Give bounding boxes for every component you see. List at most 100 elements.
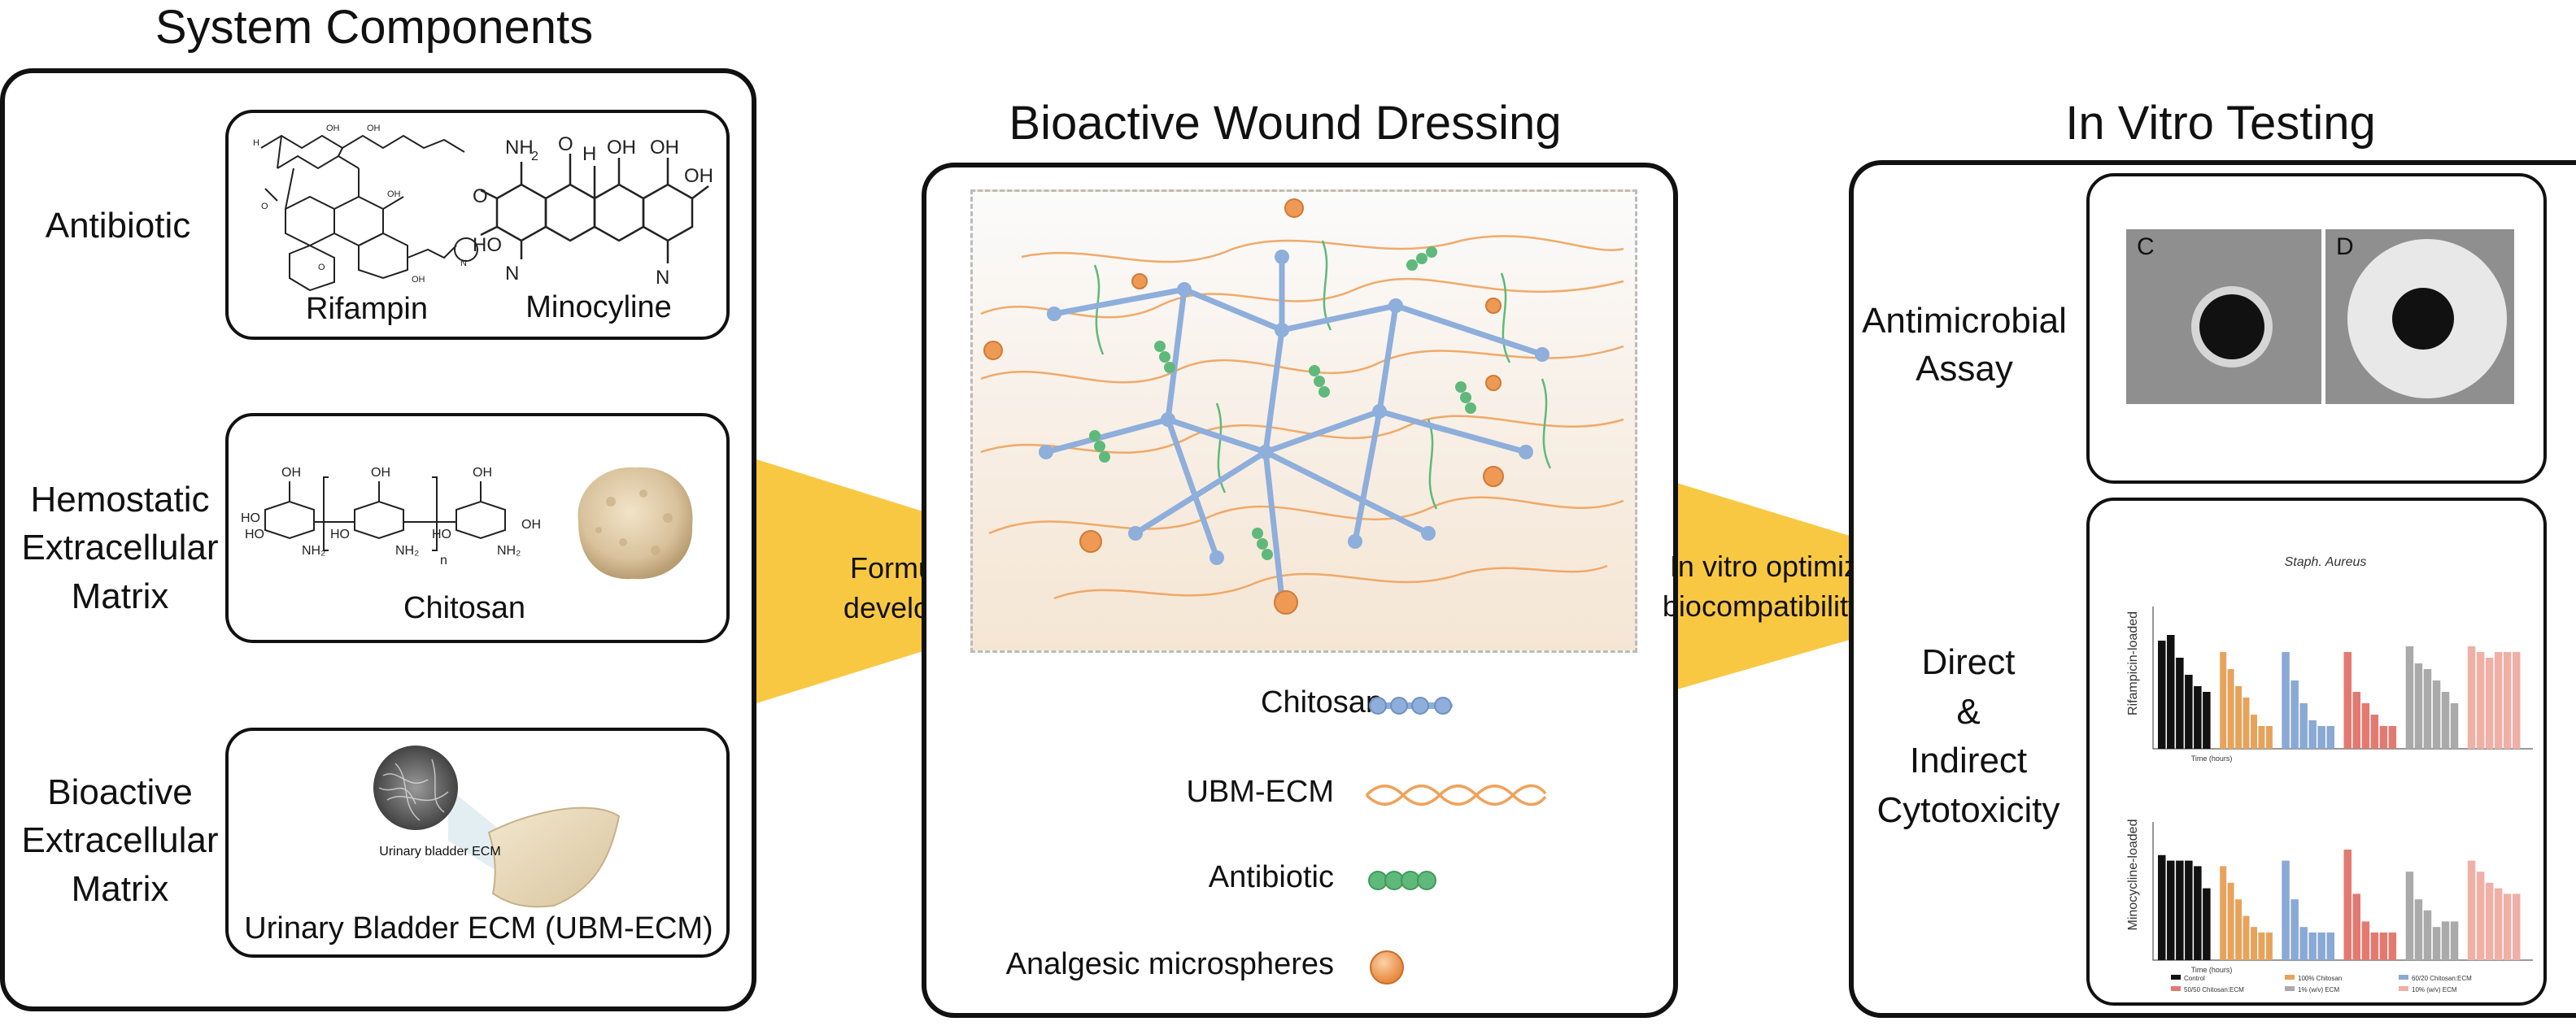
antimicrobial-label: Antimicrobial Assay xyxy=(1850,297,2078,393)
chart-bar xyxy=(2503,652,2512,749)
chart-bar xyxy=(2203,692,2211,749)
chart-bar xyxy=(2299,927,2308,960)
chart-bar xyxy=(2291,899,2299,960)
cytotox-line-4: Cytotoxicity xyxy=(1876,790,2060,831)
testing-title: In Vitro Testing xyxy=(2065,97,2376,150)
chart-bar xyxy=(2194,686,2202,749)
chart-legend-swatch xyxy=(2285,975,2295,980)
chitosan-chain-icon xyxy=(1369,697,1453,715)
chart-legend-swatch xyxy=(2285,986,2295,991)
chart-bar xyxy=(2343,850,2352,960)
chart-bar xyxy=(2185,860,2193,960)
bioactive-line-3: Matrix xyxy=(71,868,169,909)
svg-text:NH: NH xyxy=(505,137,534,159)
chart-bar xyxy=(2220,652,2227,749)
chart-xlabel-top: Time (hours) xyxy=(2191,754,2233,763)
svg-text:HO: HO xyxy=(432,528,451,541)
ubm-inset-label: Urinary bladder ECM xyxy=(379,845,501,859)
chart-bar xyxy=(2243,698,2250,749)
polymer-network-icon xyxy=(980,198,1624,615)
svg-text:OH: OH xyxy=(326,124,340,133)
chitosan-caption: Chitosan xyxy=(403,591,525,625)
chart-bar xyxy=(2414,899,2423,960)
chart-bar xyxy=(2317,726,2325,749)
chart-bar xyxy=(2282,652,2290,749)
chart-legend-swatch xyxy=(2399,975,2408,980)
chart-bar xyxy=(2235,686,2243,749)
svg-text:HO: HO xyxy=(241,511,260,525)
chart-bar xyxy=(2467,646,2476,749)
legend-label-chitosan: Chitosan xyxy=(1261,685,1383,720)
chart-legend-label: 100% Chitosan xyxy=(2298,975,2342,982)
components-title: System Components xyxy=(155,1,594,54)
ecm-helix-icon xyxy=(1365,784,1547,806)
chart-bar xyxy=(2299,703,2308,749)
chart-bar xyxy=(2388,726,2397,749)
chart-bar xyxy=(2251,927,2257,960)
chart-bar xyxy=(2167,635,2175,749)
chart-bar xyxy=(2467,860,2476,960)
chart-bar xyxy=(2388,933,2397,960)
chart-legend-label: Control xyxy=(2184,975,2205,982)
antimicrobial-box: C D xyxy=(2086,173,2547,484)
antimicrobial-line-2: Assay xyxy=(1916,349,2013,389)
chart-bar xyxy=(2361,921,2370,960)
cytotox-line-3: Indirect xyxy=(1909,741,2028,781)
chart-bar xyxy=(2194,866,2202,960)
rifampin-caption: Rifampin xyxy=(306,292,428,326)
chart-bar xyxy=(2158,854,2166,960)
chart-ylabel-top: Rifampicin-loaded xyxy=(2126,611,2140,715)
svg-text:H: H xyxy=(582,143,596,165)
chart-bar xyxy=(2361,703,2370,749)
chart-bar xyxy=(2513,893,2521,960)
svg-text:n: n xyxy=(440,554,447,567)
plate-d-label: D xyxy=(2336,233,2354,260)
agar-plate-d-image xyxy=(2325,229,2514,404)
chart-ylabel-bottom: Minocycline-loaded xyxy=(2126,819,2140,931)
chart-bar xyxy=(2235,899,2243,960)
chart-bar xyxy=(2243,915,2250,960)
chart-bar xyxy=(2414,663,2423,749)
chart-bar xyxy=(2282,860,2290,960)
chart-legend-label: 60/20 Chitosan:ECM xyxy=(2412,975,2472,982)
optimization-arrow xyxy=(1586,455,2025,715)
chart-bar xyxy=(2203,888,2211,960)
antimicrobial-line-1: Antimicrobial xyxy=(1862,301,2067,341)
chart-bar xyxy=(2485,658,2494,749)
chart-bar xyxy=(2450,921,2459,960)
legend-label-ubm-ecm: UBM-ECM xyxy=(1186,775,1334,809)
svg-text:HO: HO xyxy=(245,528,264,541)
svg-text:OH: OH xyxy=(281,466,301,480)
svg-text:OH: OH xyxy=(371,466,390,480)
chart-bar xyxy=(2352,692,2360,749)
chart-bar xyxy=(2343,652,2352,749)
svg-text:O: O xyxy=(261,202,268,211)
chart-legend-swatch xyxy=(2399,986,2408,991)
chart-legend-swatch xyxy=(2171,986,2181,991)
chart-bar xyxy=(2258,933,2265,960)
cytotox-line-1: Direct xyxy=(1921,642,2016,682)
chitosan-sponge-image xyxy=(578,467,693,580)
svg-text:OH: OH xyxy=(387,189,401,199)
chart-bar xyxy=(2326,933,2334,960)
chart-bar xyxy=(2476,872,2485,960)
minocycline-caption: Minocyline xyxy=(525,290,672,324)
chart-bar xyxy=(2476,652,2485,749)
chart-bar xyxy=(2494,888,2503,960)
bioactive-label: Bioactive Extracellular Matrix xyxy=(12,768,228,913)
svg-text:O: O xyxy=(473,185,488,207)
chart-bar xyxy=(2432,927,2441,960)
chart-bar xyxy=(2441,692,2450,749)
chart-bar xyxy=(2265,726,2273,749)
chart-bar xyxy=(2158,641,2166,749)
chart-bar xyxy=(2326,726,2334,749)
cytotoxicity-chart: Staph. Aureus Rifampicin-loaded Minocycl… xyxy=(2126,555,2533,993)
chart-bar xyxy=(2370,715,2379,749)
chart-xlabel-bottom: Time (hours) xyxy=(2191,966,2233,974)
svg-text:OH: OH xyxy=(521,518,541,532)
